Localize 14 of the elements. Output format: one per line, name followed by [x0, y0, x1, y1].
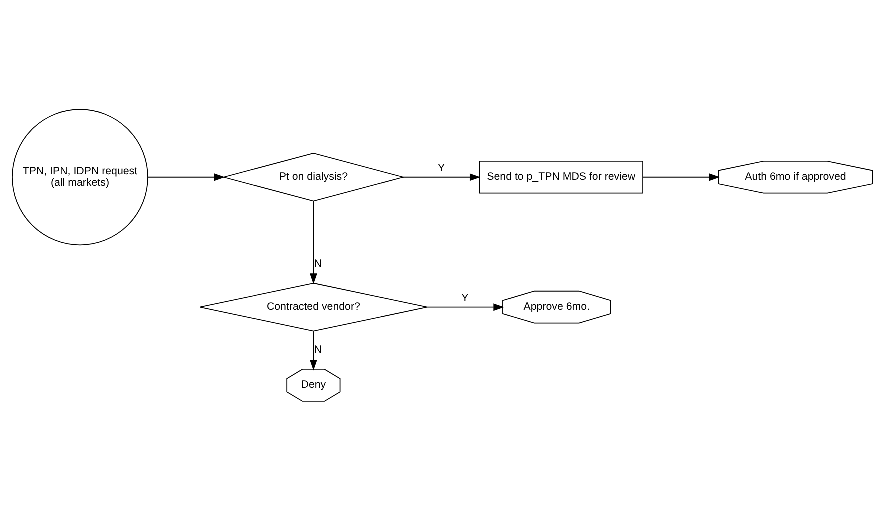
- node-diamond: Contracted vendor?: [200, 282, 428, 332]
- node-circle: TPN, IPN, IDPN request (all markets): [12, 108, 148, 246]
- arrow: [148, 173, 226, 181]
- arrow: [403, 173, 481, 181]
- arrow: [310, 200, 318, 284]
- node-box: Send to p_TPN MDS for review: [479, 160, 644, 194]
- arrow: [427, 303, 504, 311]
- node-diamond: Pt on dialysis?: [222, 152, 406, 202]
- edge-label: N: [314, 258, 322, 270]
- edge-label: Y: [438, 162, 446, 174]
- arrow: [642, 173, 720, 181]
- edge-label: N: [314, 344, 322, 356]
- arrow: [310, 330, 318, 370]
- edge-label: Y: [462, 292, 469, 304]
